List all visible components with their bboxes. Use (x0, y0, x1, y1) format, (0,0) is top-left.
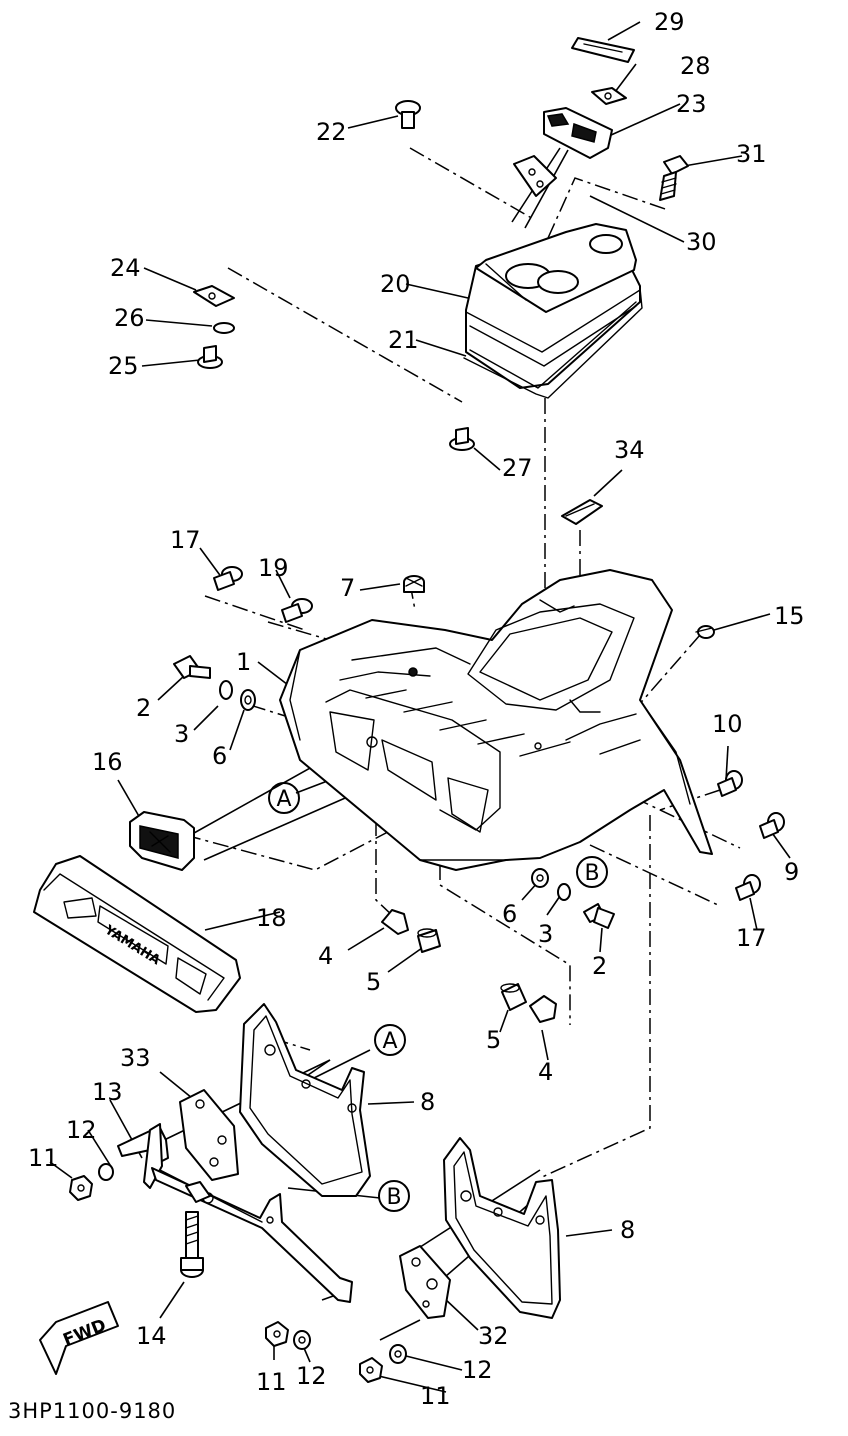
rear-fender-body (279, 569, 713, 871)
callout-5-left: 5 (366, 968, 381, 996)
callout-25: 25 (108, 352, 139, 380)
mud-flap-right (443, 1137, 561, 1319)
ref-marker-b-1: B (584, 861, 599, 886)
callout-33: 33 (120, 1044, 151, 1072)
callout-6-right: 6 (502, 900, 517, 928)
callout-11-left: 11 (28, 1144, 59, 1172)
callout-12-right: 12 (462, 1356, 493, 1384)
fwd-arrow-icon: FWD (39, 1301, 119, 1375)
callout-28: 28 (680, 52, 711, 80)
callout-10: 10 (712, 710, 743, 738)
callout-12-left: 12 (66, 1116, 97, 1144)
callout-32: 32 (478, 1322, 509, 1350)
callout-3-right: 3 (538, 920, 553, 948)
meter-housing (463, 223, 643, 399)
callout-4-right: 4 (538, 1058, 553, 1086)
callout-2-right: 2 (592, 952, 607, 980)
callout-27: 27 (502, 454, 533, 482)
callout-13: 13 (92, 1078, 123, 1106)
callout-6-left: 6 (212, 742, 227, 770)
ref-marker-b-2: B (386, 1185, 401, 1210)
callout-11-middle: 11 (256, 1368, 287, 1396)
callout-4-left: 4 (318, 942, 333, 970)
fender-hardware (173, 499, 785, 1023)
callout-19: 19 (258, 554, 289, 582)
diagram-code: 3HP1100-9180 (8, 1399, 176, 1423)
leader-lines (49, 21, 791, 1393)
callout-17-top: 17 (170, 526, 201, 554)
callout-20: 20 (380, 270, 411, 298)
callout-31: 31 (736, 140, 767, 168)
callout-8-left: 8 (420, 1088, 435, 1116)
callout-17-right: 17 (736, 924, 767, 952)
top-hardware (193, 37, 689, 451)
callout-3-left: 3 (174, 720, 189, 748)
callout-8-right: 8 (620, 1216, 635, 1244)
callout-12-middle: 12 (296, 1362, 327, 1390)
callout-11-right: 11 (420, 1382, 451, 1410)
callout-2-left: 2 (136, 694, 151, 722)
reference-markers: A B A B (268, 782, 608, 1212)
callout-16: 16 (92, 748, 123, 776)
callout-24: 24 (110, 254, 141, 282)
bottom-hardware (69, 1163, 407, 1383)
callout-30: 30 (686, 228, 717, 256)
callout-7: 7 (340, 574, 355, 602)
callout-5-right: 5 (486, 1026, 501, 1054)
mud-flap-stay-13 (117, 1123, 353, 1303)
callout-21: 21 (388, 326, 419, 354)
tail-light (129, 811, 195, 871)
ref-marker-a-1: A (276, 787, 291, 812)
callout-1: 1 (236, 648, 251, 676)
bracket-33 (179, 1089, 239, 1181)
callout-26: 26 (114, 304, 145, 332)
callout-34: 34 (614, 436, 645, 464)
ref-marker-a-2: A (382, 1029, 397, 1054)
callout-9: 9 (784, 858, 799, 886)
callout-29: 29 (654, 8, 685, 36)
rear-trim-panel: YAMAHA (33, 855, 241, 1013)
callout-15: 15 (774, 602, 805, 630)
callout-23: 23 (676, 90, 707, 118)
callout-22: 22 (316, 118, 347, 146)
callout-18: 18 (256, 904, 287, 932)
callout-14: 14 (136, 1322, 167, 1350)
bracket-32 (399, 1245, 451, 1319)
mud-flap-left (239, 1003, 371, 1197)
callout-labels: 29 28 23 22 31 30 24 20 26 21 25 27 34 1… (28, 8, 805, 1410)
